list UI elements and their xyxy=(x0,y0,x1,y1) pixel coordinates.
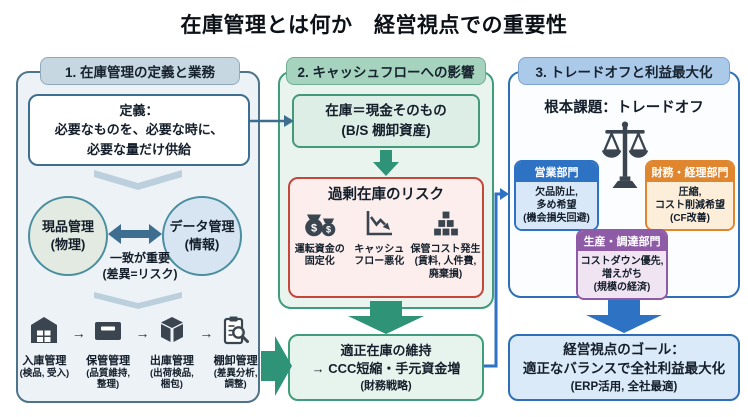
dept-sales-box: 営業部門 欠品防止, 多め希望 (機会損失回避) xyxy=(514,160,599,231)
svg-text:$: $ xyxy=(326,225,331,235)
op-sublabel: (出荷検品, 梱包) xyxy=(149,368,194,391)
storage-shelf-icon xyxy=(95,322,122,340)
dept-finance-box: 財務・経理部門 圧縮, コスト削減希望 (CF改善) xyxy=(645,160,735,231)
inventory-equals-cash-box: 在庫＝現金そのもの (B/S 棚卸資産) xyxy=(292,94,480,148)
dept-sales-body: 欠品防止, 多め希望 (機会損失回避) xyxy=(516,182,597,229)
excess-inventory-risk-box: 過剰在庫のリスク $ $ 運転資金の 固定化 キャ xyxy=(288,177,484,298)
col1-tab: 1. 在庫管理の定義と業務 xyxy=(40,57,240,85)
match-note: 一致が重要 (差異=リスク) xyxy=(102,251,178,281)
data-management-circle: データ管理 (情報) xyxy=(162,196,242,276)
op-label: 棚卸管理 xyxy=(213,355,258,367)
outcome-sub-text: (財務戦略) xyxy=(360,380,412,393)
op-label: 保管管理 xyxy=(86,355,131,367)
operations-row: 入庫管理 (検品, 受入) → 保管管理 (品質維持, 整理) → 出庫管理 (… xyxy=(17,315,263,391)
money-bags-icon: $ $ xyxy=(304,214,336,237)
col3-tab: 3. トレードオフと利益最大化 xyxy=(518,57,730,85)
inventory-audit-icon xyxy=(223,316,249,345)
risk-title: 過剰在庫のリスク xyxy=(328,187,444,203)
definition-box: 定義： 必要なものを、必要な時に、 必要な量だけ供給 xyxy=(28,94,250,166)
physical-management-circle: 現品管理 (物理) xyxy=(28,196,108,276)
risk-label: 運転資金の 固定化 xyxy=(294,243,345,268)
op-label: 出庫管理 xyxy=(149,355,194,367)
op-item-stocktaking: 棚卸管理 (差異分析, 調整) xyxy=(208,315,263,391)
stacked-boxes-icon xyxy=(432,210,459,237)
dept-production-header: 生産・調達部門 xyxy=(578,231,666,251)
balance-scale-icon xyxy=(601,121,649,189)
op-item-receiving: 入庫管理 (検品, 受入) xyxy=(17,315,72,379)
risk-item-working-capital: $ $ 運転資金の 固定化 xyxy=(290,207,350,269)
dept-sales-header: 営業部門 xyxy=(516,162,597,182)
flow-arrow: → xyxy=(71,325,86,341)
dept-finance-header: 財務・経理部門 xyxy=(647,162,733,182)
op-sublabel: (検品, 受入) xyxy=(19,368,70,379)
svg-text:$: $ xyxy=(311,223,317,235)
page-title: 在庫管理とは何か 経営視点での重要性 xyxy=(180,14,568,37)
risk-label: 保管コスト発生 (賃料, 人件費, 廃棄損) xyxy=(410,243,481,280)
op-sublabel: (差異分析, 調整) xyxy=(213,368,258,391)
dept-finance-body: 圧縮, コスト削減希望 (CF改善) xyxy=(647,182,733,229)
op-sublabel: (品質維持, 整理) xyxy=(86,368,131,391)
flow-arrow: → xyxy=(199,325,214,341)
declining-chart-icon xyxy=(366,211,393,236)
dept-production-box: 生産・調達部門 コストダウン優先, 増えがち (規模の経済) xyxy=(576,229,668,300)
management-goal-box: 経営視点のゴール： 適正なバランスで全社利益最大化 (ERP活用, 全社最適) xyxy=(508,334,740,401)
risk-items-row: $ $ 運転資金の 固定化 キャッシュ フロー悪化 xyxy=(290,207,482,281)
optimal-inventory-outcome-box: 適正在庫の維持 → CCC短縮・手元資金増 (財務戦略) xyxy=(288,334,484,401)
goal-sub-text: (ERP活用, 全社最適) xyxy=(570,380,678,393)
core-issue-label: 根本課題：トレードオフ xyxy=(544,100,704,116)
risk-label: キャッシュ フロー悪化 xyxy=(354,243,405,268)
goal-main-text: 経営視点のゴール： 適正なバランスで全社利益最大化 xyxy=(522,342,726,376)
dept-production-body: コストダウン優先, 増えがち (規模の経済) xyxy=(578,251,666,298)
flow-arrow: → xyxy=(135,325,150,341)
col2-tab: 2. キャッシュフローへの影響 xyxy=(286,57,486,85)
risk-item-storage-cost: 保管コスト発生 (賃料, 人件費, 廃棄損) xyxy=(409,207,482,281)
op-label: 入庫管理 xyxy=(22,355,67,367)
op-item-shipping: 出庫管理 (出荷検品, 梱包) xyxy=(145,315,200,391)
package-box-icon xyxy=(160,317,183,342)
outcome-main-text: 適正在庫の維持 → CCC短縮・手元資金増 xyxy=(311,342,461,376)
warehouse-icon xyxy=(31,317,58,343)
risk-item-cashflow: キャッシュ フロー悪化 xyxy=(350,207,410,269)
op-item-storage: 保管管理 (品質維持, 整理) xyxy=(81,315,136,391)
down-block-arrow-icon xyxy=(586,300,662,333)
